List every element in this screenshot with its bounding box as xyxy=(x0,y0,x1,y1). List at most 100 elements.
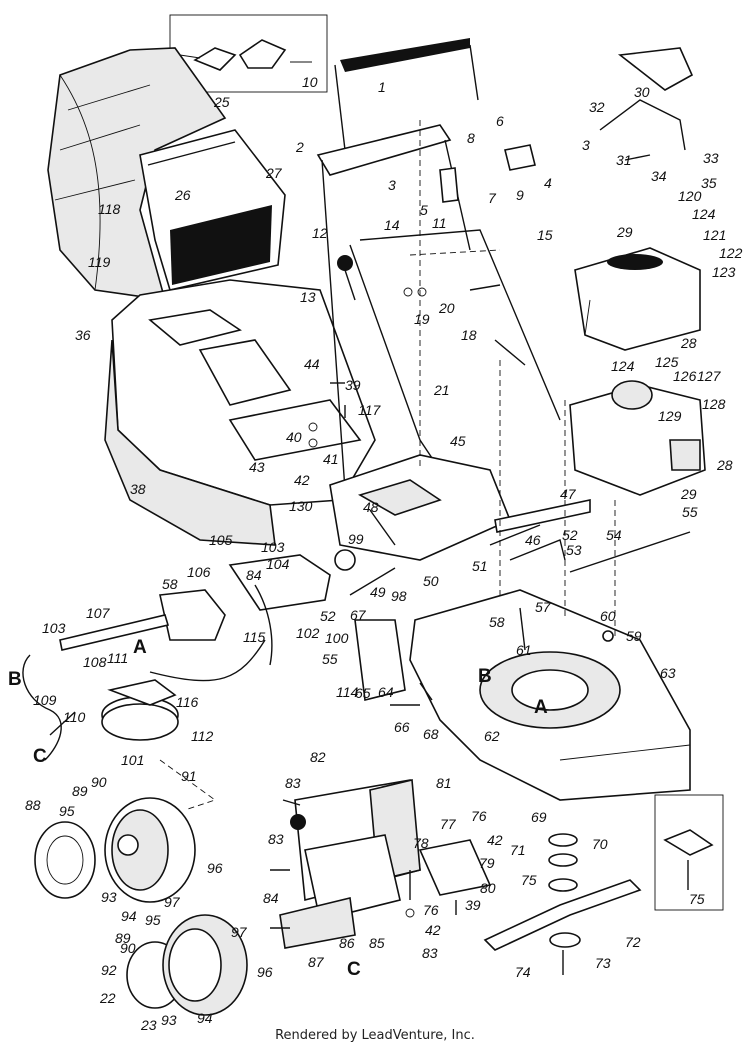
part-label: 98 xyxy=(391,588,407,604)
engine-upper xyxy=(574,247,701,351)
part-label: 42 xyxy=(294,472,310,488)
part-label: 110 xyxy=(63,709,86,725)
part-label: 90 xyxy=(91,774,107,790)
part-label: 119 xyxy=(88,254,111,270)
part-label: 52 xyxy=(562,527,578,543)
part-label: 108 xyxy=(83,654,107,670)
part-label: 34 xyxy=(651,168,667,184)
part-label: 47 xyxy=(560,486,577,502)
part-label: 118 xyxy=(98,201,121,217)
part-label: 64 xyxy=(378,684,394,700)
drive-cover xyxy=(329,454,591,561)
part-label: 124 xyxy=(692,206,716,222)
part-label: 70 xyxy=(592,836,608,852)
ref-letter: A xyxy=(133,637,147,658)
part-label: 19 xyxy=(414,311,430,327)
part-label: 77 xyxy=(440,816,457,832)
part-label: 65 xyxy=(355,685,371,701)
part-label: 85 xyxy=(369,935,385,951)
part-label: 55 xyxy=(682,504,698,520)
part-label: 29 xyxy=(680,486,697,502)
part-label: 95 xyxy=(59,803,75,819)
part-label: 13 xyxy=(300,289,316,305)
part-label: 103 xyxy=(42,620,66,636)
part-label: 31 xyxy=(616,152,632,168)
part-label: 58 xyxy=(162,576,178,592)
part-label: 32 xyxy=(589,99,605,115)
part-label: 73 xyxy=(595,955,611,971)
part-label: 83 xyxy=(268,831,284,847)
part-label: 129 xyxy=(658,408,682,424)
small-hardware xyxy=(270,287,691,929)
part-label: 91 xyxy=(181,768,197,784)
part-label: 105 xyxy=(209,532,233,548)
part-label: 53 xyxy=(566,542,582,558)
part-label: 90 xyxy=(120,940,136,956)
part-label: 124 xyxy=(611,358,635,374)
part-label: 74 xyxy=(515,964,531,980)
part-label: 51 xyxy=(472,558,488,574)
part-label: 12 xyxy=(312,225,328,241)
part-label: 14 xyxy=(384,217,400,233)
throttle-bracket xyxy=(599,47,694,161)
part-label: 94 xyxy=(197,1010,213,1026)
part-label: 5 xyxy=(420,202,428,218)
part-label: 84 xyxy=(263,890,279,906)
part-label: 75 xyxy=(689,891,705,907)
ref-letter: C xyxy=(33,746,47,767)
part-label: 76 xyxy=(423,902,439,918)
part-label: 109 xyxy=(33,692,57,708)
footer-credit: Rendered by LeadVenture, Inc. xyxy=(275,1028,475,1043)
lower-bag xyxy=(104,339,276,546)
part-label: 11 xyxy=(432,215,447,231)
inset-hardware-box xyxy=(169,14,328,93)
part-label: 21 xyxy=(433,382,450,398)
part-label: 94 xyxy=(121,908,137,924)
part-label: 25 xyxy=(213,94,230,110)
part-label: 40 xyxy=(286,429,302,445)
part-label: 95 xyxy=(145,912,161,928)
part-label: 38 xyxy=(130,481,146,497)
part-label: 39 xyxy=(345,377,361,393)
control-brackets xyxy=(337,144,536,366)
rear-wheel-upper xyxy=(34,797,196,903)
part-label: 66 xyxy=(394,719,410,735)
catcher-housing xyxy=(111,279,376,506)
part-label: 103 xyxy=(261,539,285,555)
part-label: 104 xyxy=(266,556,290,572)
part-label: 30 xyxy=(634,84,650,100)
part-label: 43 xyxy=(249,459,265,475)
part-label: 49 xyxy=(370,584,386,600)
part-label: 67 xyxy=(350,607,367,623)
part-label: 7 xyxy=(488,190,497,206)
part-label: 60 xyxy=(600,608,616,624)
part-label: 125 xyxy=(655,354,679,370)
part-label: 9 xyxy=(516,187,524,203)
part-label: 120 xyxy=(678,188,702,204)
part-label: 8 xyxy=(467,130,475,146)
part-label: 83 xyxy=(422,945,438,961)
part-label: 33 xyxy=(703,150,719,166)
part-label: 93 xyxy=(161,1012,177,1028)
part-label: 3 xyxy=(582,137,590,153)
part-label: 84 xyxy=(246,567,262,583)
part-label: 106 xyxy=(187,564,211,580)
part-label: 20 xyxy=(438,300,455,316)
part-label: 116 xyxy=(176,694,199,710)
part-label: 82 xyxy=(310,749,326,765)
part-label: 68 xyxy=(423,726,439,742)
part-label: 78 xyxy=(413,835,429,851)
part-label: 121 xyxy=(703,227,726,243)
part-label: 23 xyxy=(140,1017,157,1033)
part-label: 45 xyxy=(450,433,466,449)
part-label: 86 xyxy=(339,935,355,951)
part-label: 46 xyxy=(525,532,541,548)
part-label: 89 xyxy=(72,783,88,799)
part-label: 130 xyxy=(289,498,313,514)
part-label: 42 xyxy=(425,922,441,938)
part-label: 55 xyxy=(322,651,338,667)
part-label: 81 xyxy=(436,775,452,791)
part-label: 76 xyxy=(471,808,487,824)
part-label: 126 xyxy=(673,368,697,384)
